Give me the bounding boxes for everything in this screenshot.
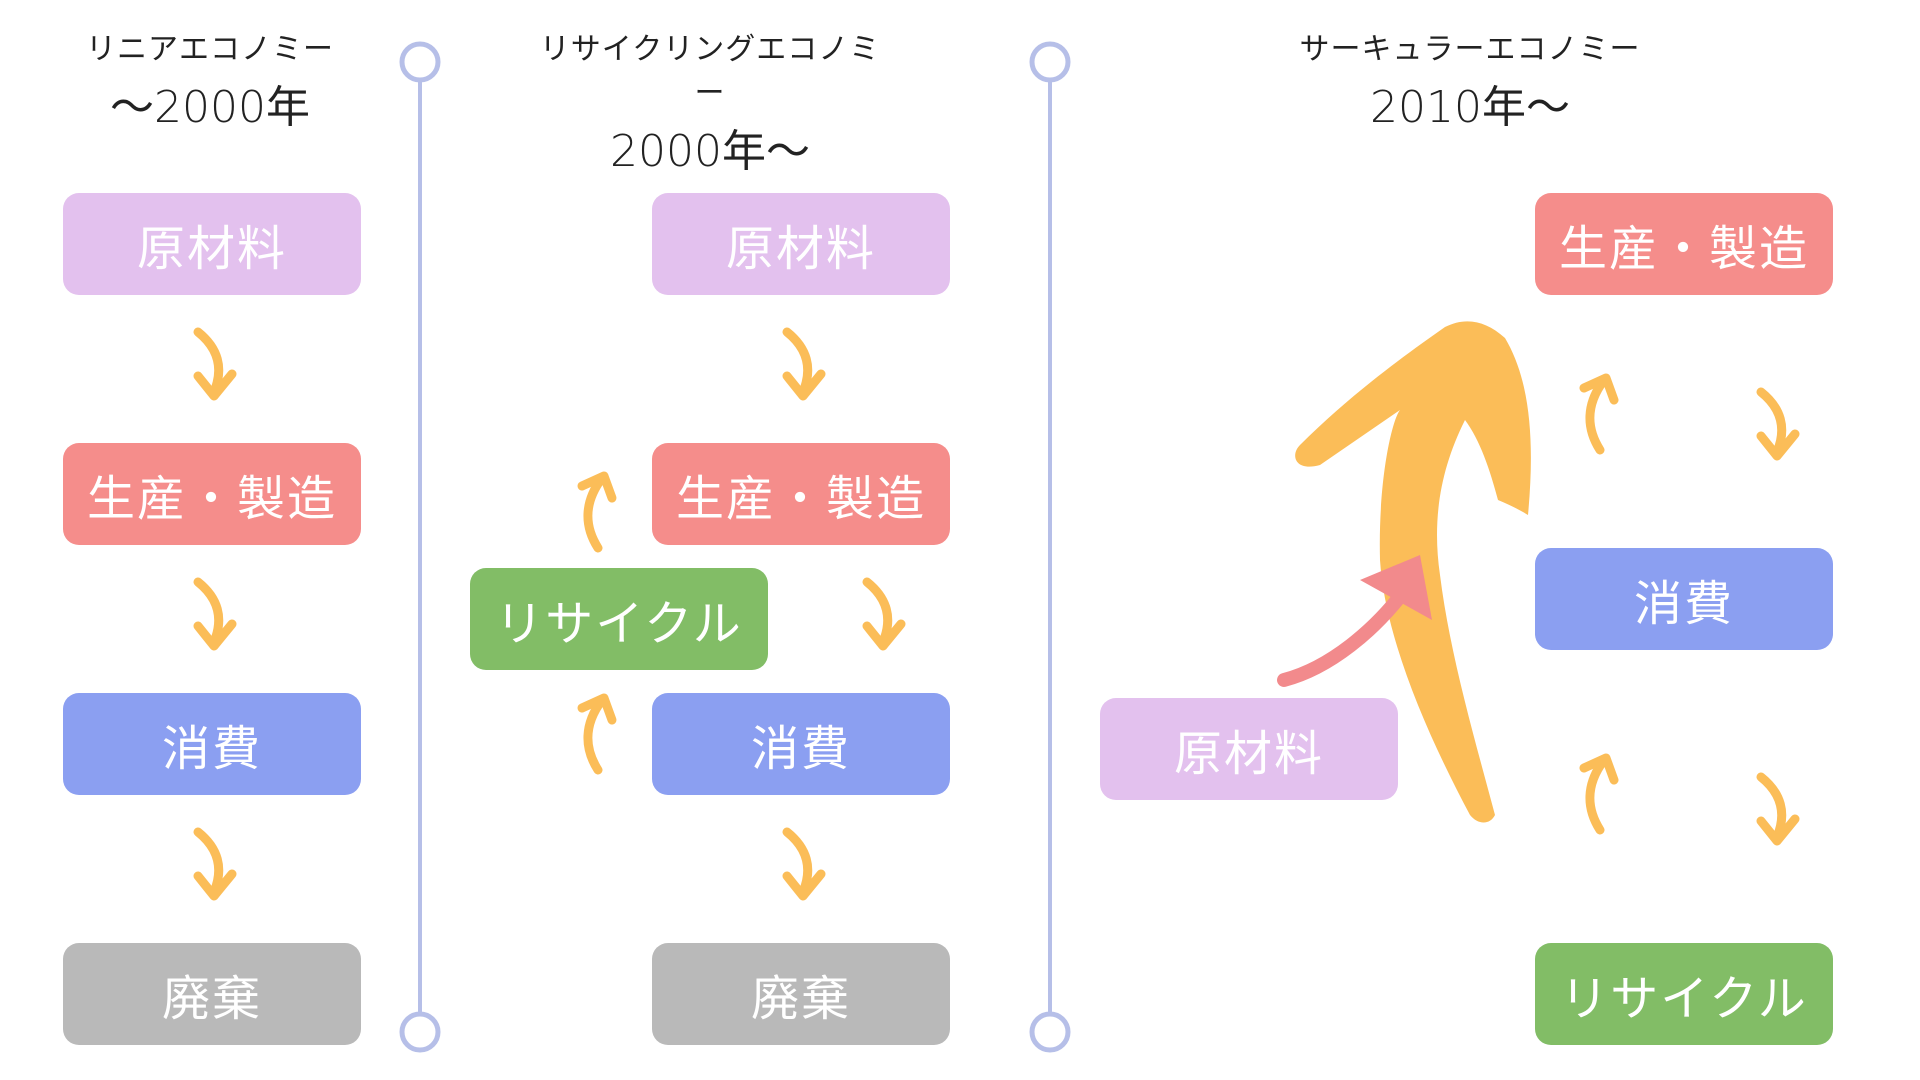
circular-production-box: 生産・製造 (1535, 193, 1833, 295)
linear-arrow-consumption-to-disposal (198, 832, 232, 896)
recycling-economy-title: リサイクリングエコノミー (539, 32, 881, 111)
recycling-economy-era: 2000年〜 (610, 126, 810, 177)
divider-1 (399, 41, 441, 1053)
linear-arrow-production-to-consumption (198, 582, 232, 646)
linear-consumption-box: 消費 (63, 693, 361, 795)
recycling-arrow-consumption-to-disposal (787, 832, 821, 896)
recycling-arrow-production-to-consumption (867, 582, 901, 646)
circular-raw-materials-arrow-head (1360, 555, 1432, 620)
recycling-recycle-box: リサイクル (470, 568, 768, 670)
circular-consumption-box: 消費 (1535, 548, 1833, 650)
linear-economy-title: リニアエコノミー (86, 32, 334, 67)
recycling-disposal-box: 廃棄 (652, 943, 950, 1045)
recycling-arrow-raw-to-production (787, 332, 821, 396)
recycling-arrow-consumption-to-recycle (582, 698, 612, 770)
recycling-consumption-box: 消費 (652, 693, 950, 795)
circular-economy-era: 2010年〜 (1370, 82, 1570, 133)
recycling-production-box: 生産・製造 (652, 443, 950, 545)
linear-economy-era: 〜2000年 (110, 82, 310, 133)
linear-arrow-raw-to-production (198, 332, 232, 396)
circular-recycle-box: リサイクル (1535, 943, 1833, 1045)
circular-raw-materials-box: 原材料 (1100, 698, 1398, 800)
circular-arrow-recycle-to-consumption (1584, 758, 1614, 830)
circular-arrow-production-to-consumption (1761, 392, 1795, 456)
recycling-raw-materials-box: 原材料 (652, 193, 950, 295)
divider-2 (1029, 41, 1071, 1053)
circular-arrow-consumption-to-recycle (1761, 777, 1795, 841)
circular-raw-materials-arrow (1277, 583, 1412, 687)
circular-arrow-consumption-to-production (1584, 378, 1614, 450)
recycling-economy-heading: リサイクリングエコノミー 2000年〜 (530, 28, 890, 188)
linear-economy-heading: リニアエコノミー 〜2000年 (60, 28, 360, 144)
recycling-arrow-recycle-to-production (582, 476, 612, 548)
linear-disposal-box: 廃棄 (63, 943, 361, 1045)
circular-economy-heading: サーキュラーエコノミー 2010年〜 (1280, 28, 1660, 144)
linear-raw-materials-box: 原材料 (63, 193, 361, 295)
linear-production-box: 生産・製造 (63, 443, 361, 545)
circular-economy-title: サーキュラーエコノミー (1299, 32, 1641, 67)
